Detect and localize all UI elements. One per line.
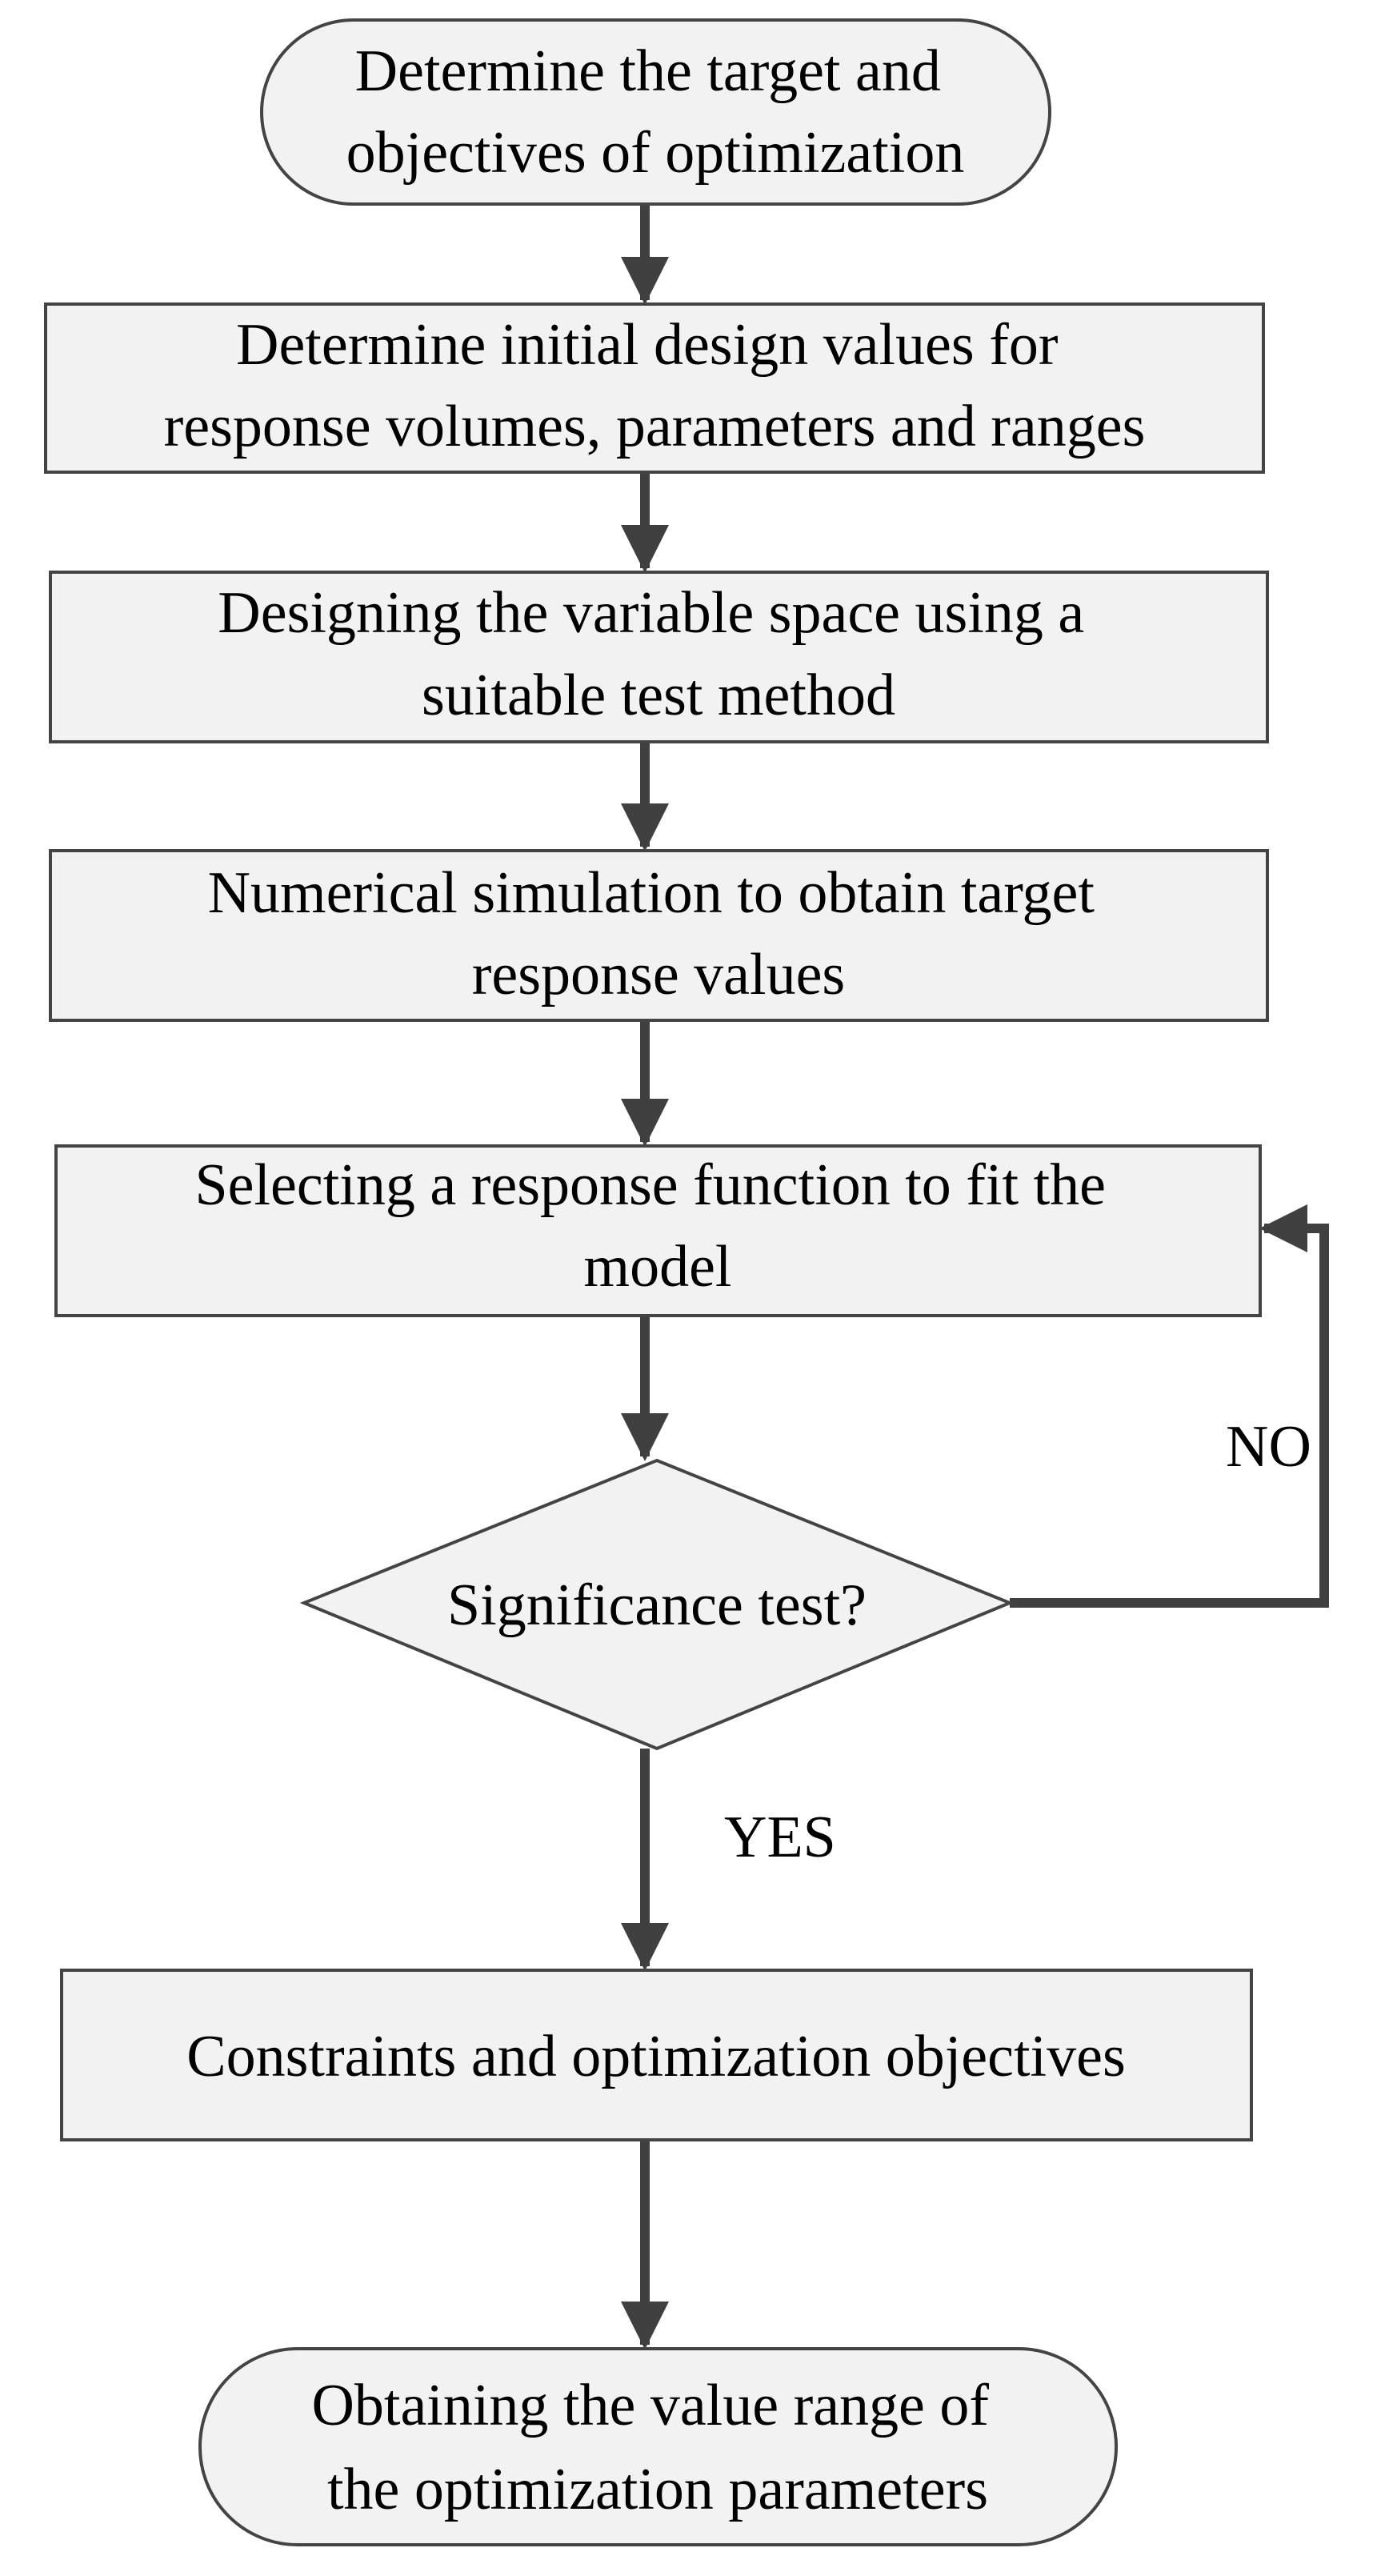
- initial-design-values-step: Determine initial design values for resp…: [44, 302, 1265, 474]
- significance-test-decision: Significance test?: [299, 1458, 1015, 1751]
- end-terminator: Obtaining the value range of the optimiz…: [198, 2347, 1118, 2546]
- start-terminator: Determine the target and objectives of o…: [260, 18, 1051, 206]
- numerical-simulation-step: Numerical simulation to obtain target re…: [49, 849, 1269, 1022]
- numerical-simulation-line-1: Numerical simulation to obtain target: [208, 860, 1095, 926]
- end-label-line-2: the optimization parameters: [327, 2457, 988, 2522]
- start-label-line-2: objectives of optimization: [346, 120, 965, 186]
- yes-edge-label: YES: [724, 1805, 836, 1870]
- arrow-decision-no-to-step4: [1010, 1204, 1329, 1608]
- variable-space-design-line-2: suitable test method: [422, 663, 895, 728]
- svg-text:Determine the target and: Determine the target and objectives of o…: [346, 38, 965, 186]
- edges-layer: [621, 204, 1329, 2350]
- response-function-line-2: model: [584, 1234, 732, 1300]
- svg-text:Determine initial design value: Determine initial design values for resp…: [164, 312, 1146, 459]
- initial-design-values-line-2: response volumes, parameters and ranges: [164, 394, 1146, 459]
- constraints-objectives-label: Constraints and optimization objectives: [186, 2024, 1126, 2089]
- svg-text:Constraints and optimization o: Constraints and optimization objectives: [186, 2024, 1126, 2089]
- svg-text:Numerical simulation to obtain: Numerical simulation to obtain target re…: [208, 860, 1110, 1008]
- svg-text:Designing the variable space u: Designing the variable space using a sui…: [218, 580, 1099, 728]
- svg-text:Obtaining the value range of: Obtaining the value range of the optimiz…: [311, 2373, 1003, 2522]
- response-function-step: Selecting a response function to fit the…: [54, 1144, 1262, 1317]
- svg-text:Selecting a response function: Selecting a response function to fit the…: [195, 1152, 1121, 1300]
- numerical-simulation-line-2: response values: [472, 942, 845, 1008]
- significance-test-label: Significance test?: [447, 1572, 867, 1638]
- initial-design-values-line-1: Determine initial design values for: [236, 312, 1058, 378]
- start-label-line-1: Determine the target and: [355, 38, 941, 104]
- variable-space-design-step: Designing the variable space using a sui…: [49, 571, 1269, 743]
- no-edge-label: NO: [1226, 1414, 1311, 1480]
- response-function-line-1: Selecting a response function to fit the: [195, 1152, 1106, 1218]
- variable-space-design-line-1: Designing the variable space using a: [218, 580, 1084, 646]
- end-label-line-1: Obtaining the value range of: [311, 2373, 989, 2438]
- constraints-objectives-step: Constraints and optimization objectives: [60, 1969, 1253, 2141]
- svg-text:Significance test?: Significance test?: [447, 1572, 867, 1638]
